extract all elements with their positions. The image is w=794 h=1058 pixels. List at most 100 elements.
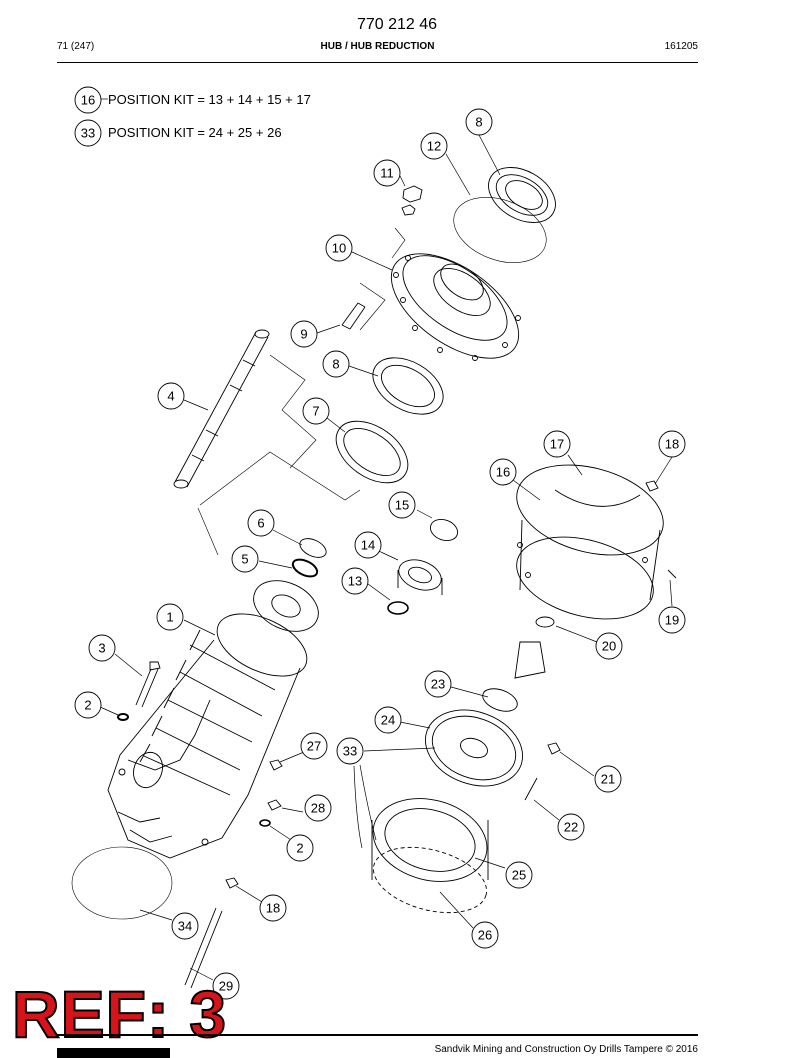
callout-bubble: 25 — [505, 861, 533, 889]
callout-number: 17 — [550, 437, 564, 452]
callout-circle — [286, 834, 314, 862]
callout-number: 16 — [81, 93, 95, 108]
callout-bubble: 15 — [388, 491, 416, 519]
callout-circle — [325, 234, 353, 262]
callout-bubble: 7 — [302, 397, 330, 425]
callout-circle — [420, 132, 448, 160]
callout-bubble: 26 — [471, 921, 499, 949]
callout-circle — [594, 765, 622, 793]
plug-part — [401, 185, 423, 216]
callout-number: 28 — [311, 801, 325, 816]
callout-circle — [489, 458, 517, 486]
callout-number: 24 — [381, 713, 395, 728]
company-logo — [57, 1048, 170, 1058]
callout-number: 10 — [332, 241, 346, 256]
callout-circle — [354, 531, 382, 559]
callout-number: 9 — [300, 327, 307, 342]
callout-bubble: 19 — [658, 606, 686, 634]
bushing-part — [429, 519, 459, 541]
date-code: 161205 — [664, 41, 698, 52]
callout-circle — [658, 606, 686, 634]
gasket-part — [453, 197, 547, 263]
spacer-plate-part — [482, 688, 518, 712]
callout-bubble: 8 — [465, 108, 493, 136]
planet-gear-part — [397, 559, 443, 595]
long-stud-part — [184, 907, 223, 989]
callout-circle — [74, 119, 102, 147]
callout-bubble: 23 — [424, 670, 452, 698]
housing-part — [107, 580, 319, 859]
callout-bubble: 6 — [247, 509, 275, 537]
callout-circle — [304, 794, 332, 822]
callout-number: 25 — [512, 868, 526, 883]
page-header: 71 (247) HUB / HUB REDUCTION 161205 — [57, 41, 698, 55]
callout-circle — [302, 397, 330, 425]
callout-bubble: 5 — [231, 545, 259, 573]
callout-bubble: 18 — [259, 894, 287, 922]
callout-circle — [157, 382, 185, 410]
callout-bubble: 11 — [373, 159, 401, 187]
callout-circle — [374, 706, 402, 734]
thrust-washer-part — [291, 558, 319, 578]
callout-number: 19 — [665, 613, 679, 628]
ref-stamp: REF: 3 — [11, 976, 228, 1052]
callout-circle — [300, 732, 328, 760]
callout-bubble: 12 — [420, 132, 448, 160]
footer-rule — [57, 1034, 698, 1036]
callout-circle — [341, 567, 369, 595]
callout-bubble: 17 — [543, 430, 571, 458]
callout-circle — [465, 108, 493, 136]
callout-circle — [373, 159, 401, 187]
callout-bubble: 34 — [171, 912, 199, 940]
plug-18-part — [225, 877, 239, 889]
callout-number: 18 — [266, 901, 280, 916]
callout-circle — [424, 670, 452, 698]
callout-number: 5 — [241, 552, 248, 567]
callout-number: 14 — [361, 538, 375, 553]
callout-number: 33 — [343, 744, 357, 759]
callout-number: 33 — [81, 126, 95, 141]
callout-circle — [212, 972, 240, 1000]
page-reference: 71 (247) — [57, 41, 95, 52]
section-title: HUB / HUB REDUCTION — [320, 41, 435, 52]
callout-bubble: 20 — [595, 632, 623, 660]
callout-number: 27 — [307, 739, 321, 754]
stud-22-part — [524, 777, 538, 801]
callout-circle — [74, 691, 102, 719]
callout-bubble: 18 — [658, 430, 686, 458]
callout-circle — [88, 634, 116, 662]
callout-circle — [557, 813, 585, 841]
ring-gear-part — [371, 798, 489, 914]
callout-circle — [595, 632, 623, 660]
callout-bubble: 28 — [304, 794, 332, 822]
callout-circle — [336, 737, 364, 765]
callout-bubble: 33 — [336, 737, 364, 765]
sun-gear-part — [424, 709, 524, 787]
callout-number: 13 — [348, 574, 362, 589]
callout-bubble: 21 — [594, 765, 622, 793]
callout-bubble: 29 — [212, 972, 240, 1000]
pinion-part — [514, 616, 555, 679]
callout-number: 2 — [296, 841, 303, 856]
plug-21-part — [547, 742, 561, 755]
callout-number: 3 — [98, 641, 105, 656]
callout-number: 8 — [475, 115, 482, 130]
callout-bubble: 4 — [157, 382, 185, 410]
callout-number: 21 — [601, 772, 615, 787]
washer-small-part — [117, 713, 129, 721]
callout-number: 29 — [219, 979, 233, 994]
callout-number: 6 — [257, 516, 264, 531]
callout-circle — [543, 430, 571, 458]
callout-number: 22 — [564, 820, 578, 835]
callout-number: 4 — [167, 389, 174, 404]
callout-number: 1 — [166, 610, 173, 625]
callout-bubble: 24 — [374, 706, 402, 734]
callout-circle — [290, 320, 318, 348]
screw-19-part — [667, 569, 677, 579]
callout-number: 7 — [312, 404, 319, 419]
plug-18-carrier-part — [645, 480, 659, 492]
plug-27-part — [269, 759, 283, 771]
callout-circle — [156, 603, 184, 631]
callout-circle — [322, 350, 350, 378]
